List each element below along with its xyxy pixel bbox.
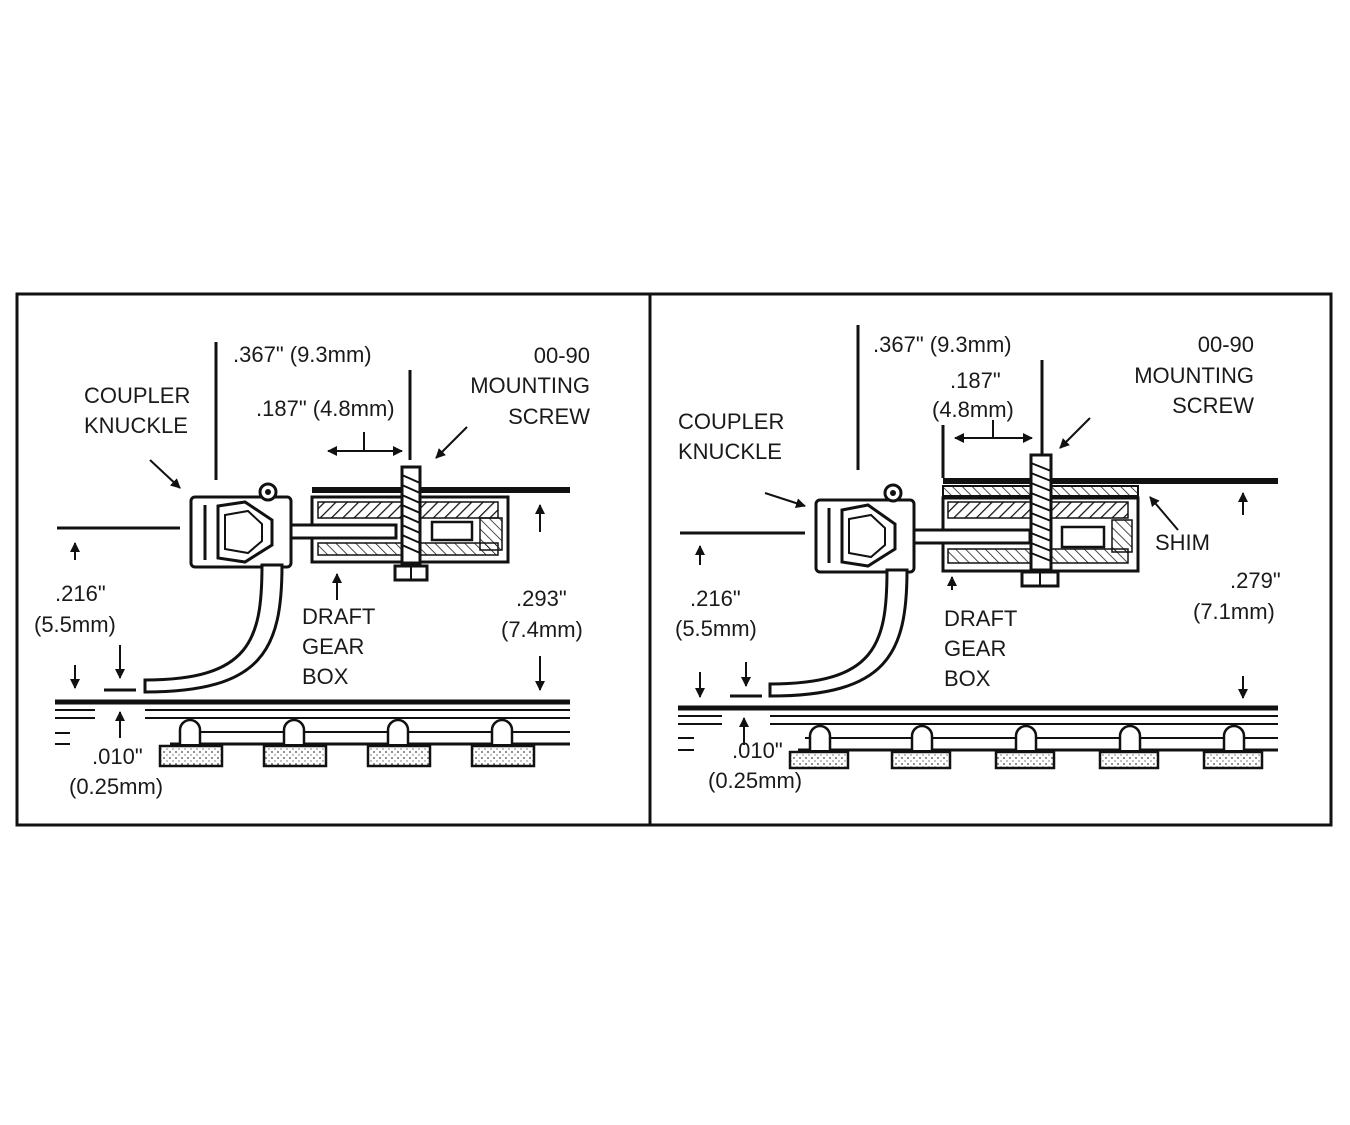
left-label-dim-187: .187" (4.8mm)	[256, 396, 395, 421]
left-coupler-knuckle	[189, 482, 293, 569]
left-label-293-mm: (7.4mm)	[501, 617, 583, 642]
right-coupler-shank	[910, 528, 1032, 545]
right-label-box: BOX	[944, 666, 991, 691]
left-coupler-shank	[288, 523, 398, 540]
left-label-gear: GEAR	[302, 634, 364, 659]
left-label-screw-size: 00-90	[534, 343, 590, 368]
right-label-screw: SCREW	[1172, 393, 1254, 418]
left-label-010-in: .010"	[92, 744, 143, 769]
left-label-screw: SCREW	[508, 404, 590, 429]
right-dimension-arrows	[695, 417, 1248, 745]
right-label-216-mm: (5.5mm)	[675, 616, 757, 641]
right-label-010-mm: (0.25mm)	[708, 768, 802, 793]
left-label-293-in: .293"	[516, 586, 567, 611]
left-label-knuckle: KNUCKLE	[84, 413, 188, 438]
right-label-216-in: .216"	[690, 586, 741, 611]
right-label-coupler: COUPLER	[678, 409, 784, 434]
left-dimension-arrows	[70, 426, 545, 738]
right-label-draft: DRAFT	[944, 606, 1017, 631]
left-track	[55, 699, 570, 768]
left-panel: .367" (9.3mm) COUPLER KNUCKLE .187" (4.8…	[34, 342, 590, 799]
right-label-gear: GEAR	[944, 636, 1006, 661]
right-label-279-mm: (7.1mm)	[1193, 599, 1275, 624]
right-label-010-in: .010"	[732, 738, 783, 763]
left-label-coupler: COUPLER	[84, 383, 190, 408]
right-track	[678, 705, 1278, 770]
right-label-187-in: .187"	[950, 368, 1001, 393]
right-coupler-knuckle	[814, 483, 916, 574]
diagram-frame	[15, 292, 1333, 827]
left-label-draft: DRAFT	[302, 604, 375, 629]
left-label-box: BOX	[302, 664, 349, 689]
right-label-knuckle: KNUCKLE	[678, 439, 782, 464]
left-trip-pin	[143, 563, 284, 694]
right-label-shim: SHIM	[1155, 530, 1210, 555]
right-label-dim-367: .367" (9.3mm)	[873, 332, 1012, 357]
right-label-mounting: MOUNTING	[1134, 363, 1254, 388]
left-label-dim-367: .367" (9.3mm)	[233, 342, 372, 367]
right-panel: .367" (9.3mm) 00-90 MOUNTING SCREW .187"…	[675, 325, 1281, 793]
left-label-216-mm: (5.5mm)	[34, 612, 116, 637]
right-label-187-mm: (4.8mm)	[932, 397, 1014, 422]
left-mounting-screw	[393, 465, 429, 582]
left-label-010-mm: (0.25mm)	[69, 774, 163, 799]
right-label-screw-size: 00-90	[1198, 332, 1254, 357]
right-label-279-in: .279"	[1230, 568, 1281, 593]
right-trip-pin	[768, 568, 909, 698]
left-label-216-in: .216"	[55, 581, 106, 606]
right-mounting-screw	[1020, 453, 1060, 588]
left-label-mounting: MOUNTING	[470, 373, 590, 398]
